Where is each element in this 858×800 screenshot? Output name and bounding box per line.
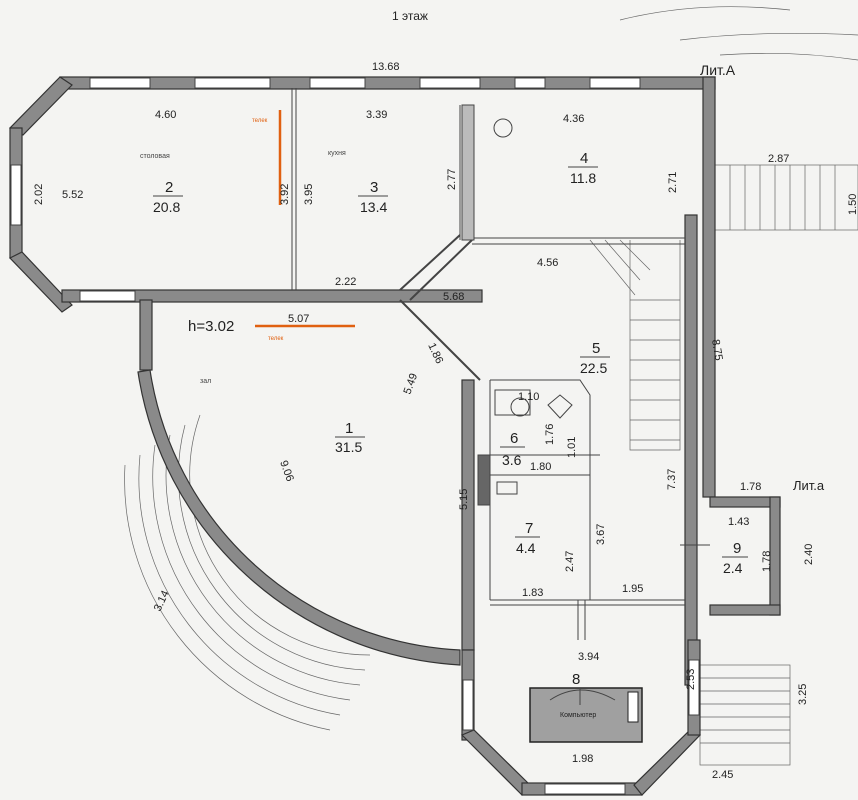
svg-text:1.10: 1.10 (518, 391, 539, 403)
svg-text:1.86: 1.86 (425, 341, 445, 365)
room-name-kitchen: кухня (328, 150, 346, 157)
svg-text:1.76: 1.76 (544, 424, 556, 445)
svg-text:13.68: 13.68 (372, 61, 400, 73)
svg-text:2.02: 2.02 (33, 184, 45, 205)
svg-text:1.95: 1.95 (622, 583, 643, 595)
svg-text:2.77: 2.77 (446, 169, 458, 190)
svg-text:5: 5 (592, 340, 600, 357)
tv-markers (255, 110, 355, 328)
tv-label-2: телек (268, 336, 284, 342)
svg-text:13.4: 13.4 (360, 199, 387, 215)
lit-a-label: Лит.А (700, 62, 736, 78)
tv-label-1: телек (252, 118, 268, 124)
svg-text:3.67: 3.67 (595, 524, 607, 545)
main-staircase (589, 239, 681, 451)
room-7: 7 4.4 (515, 520, 540, 556)
svg-text:9: 9 (733, 540, 741, 557)
svg-text:2.40: 2.40 (803, 544, 815, 565)
lit-a-small-label: Лит.а (793, 478, 825, 493)
svg-text:5.49: 5.49 (402, 372, 421, 396)
porch-stairs-bottom (699, 664, 791, 766)
svg-text:3.94: 3.94 (578, 651, 599, 663)
exterior-walls (9, 76, 781, 796)
svg-text:2.4: 2.4 (723, 560, 743, 576)
svg-text:31.5: 31.5 (335, 439, 362, 455)
room-4: 4 11.8 (568, 150, 598, 186)
svg-text:1.83: 1.83 (522, 587, 543, 599)
svg-text:3.95: 3.95 (303, 184, 315, 205)
svg-text:1.78: 1.78 (740, 481, 761, 493)
svg-text:4.36: 4.36 (563, 113, 584, 125)
svg-text:8: 8 (572, 671, 580, 688)
svg-text:3.14: 3.14 (152, 589, 172, 613)
svg-text:1.50: 1.50 (847, 194, 858, 215)
svg-text:1.80: 1.80 (530, 461, 551, 473)
windows (10, 77, 700, 795)
svg-text:3.25: 3.25 (797, 684, 809, 705)
svg-text:4: 4 (580, 150, 588, 167)
svg-text:22.5: 22.5 (580, 360, 607, 376)
fixtures (461, 104, 573, 506)
svg-text:9.06: 9.06 (277, 459, 296, 483)
svg-text:1.43: 1.43 (728, 516, 749, 528)
dimension-labels: 13.68 4.60 3.39 4.36 2.87 1.50 2.02 5.52… (33, 61, 858, 781)
floor-title: 1 этаж (392, 9, 428, 23)
svg-text:2.87: 2.87 (768, 153, 789, 165)
svg-text:3.39: 3.39 (366, 109, 387, 121)
ceiling-height: h=3.02 (188, 318, 234, 335)
room-5: 5 22.5 (580, 340, 610, 376)
svg-text:5.15: 5.15 (458, 489, 470, 510)
svg-text:1.98: 1.98 (572, 753, 593, 765)
svg-text:4.60: 4.60 (155, 109, 176, 121)
svg-text:4.4: 4.4 (516, 540, 536, 556)
room-3: 3 13.4 (358, 179, 388, 215)
computer-desk (529, 687, 643, 743)
room-2: 2 20.8 (153, 179, 183, 215)
room-8: 8 (572, 671, 580, 688)
svg-text:7: 7 (525, 520, 533, 537)
svg-text:1: 1 (345, 420, 353, 437)
svg-text:3.6: 3.6 (502, 452, 522, 468)
svg-text:2.53: 2.53 (685, 669, 697, 690)
svg-text:1.01: 1.01 (566, 437, 578, 458)
svg-text:5.07: 5.07 (288, 313, 309, 325)
svg-text:5.68: 5.68 (443, 291, 464, 303)
svg-text:2.47: 2.47 (564, 551, 576, 572)
svg-text:8.75: 8.75 (709, 338, 725, 361)
svg-text:7.37: 7.37 (666, 469, 678, 490)
room-1: 1 31.5 (335, 420, 365, 455)
room-name-dining: столовая (140, 153, 170, 160)
svg-text:6: 6 (510, 430, 518, 447)
pencil-sketch-marks (619, 6, 858, 61)
svg-text:2.71: 2.71 (667, 172, 679, 193)
interior-walls (291, 88, 710, 640)
svg-text:3.92: 3.92 (279, 184, 291, 205)
room-6: 6 3.6 (500, 430, 525, 468)
svg-text:2.22: 2.22 (335, 276, 356, 288)
room-name-hall: зал (200, 378, 211, 385)
svg-text:2: 2 (165, 179, 173, 196)
svg-text:11.8: 11.8 (570, 170, 596, 186)
svg-text:20.8: 20.8 (153, 199, 180, 215)
svg-text:3: 3 (370, 179, 378, 196)
svg-text:4.56: 4.56 (537, 257, 558, 269)
computer-label: Компьютер (560, 712, 596, 719)
svg-text:5.52: 5.52 (62, 189, 83, 201)
room-9: 9 2.4 (722, 540, 748, 576)
svg-text:1.78: 1.78 (761, 551, 773, 572)
porch-stairs-top (714, 164, 858, 231)
svg-text:2.45: 2.45 (712, 769, 733, 781)
